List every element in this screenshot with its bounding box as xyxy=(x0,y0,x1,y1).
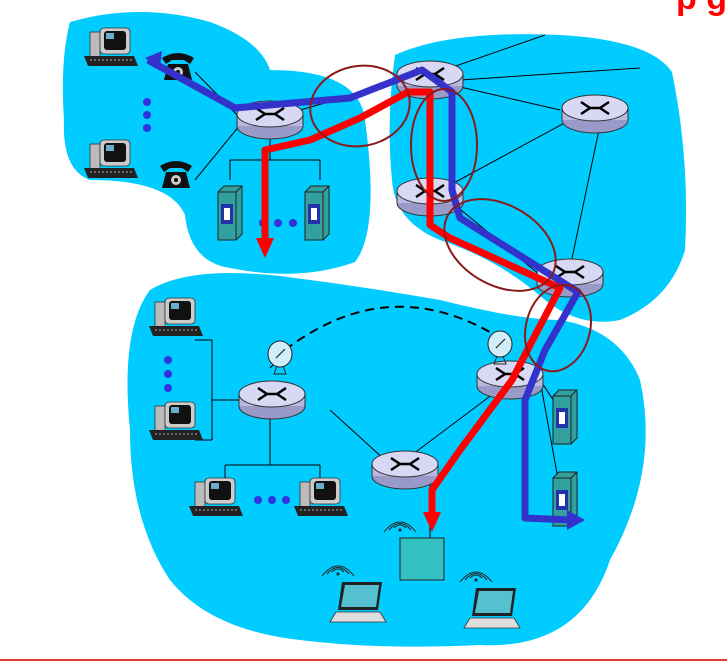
router-bottom-center xyxy=(370,449,440,491)
satellite-link-dashed xyxy=(284,305,501,351)
host-computer-icon xyxy=(188,477,244,517)
blue-path xyxy=(146,56,582,524)
host-computer-icon xyxy=(83,27,139,67)
router-icon xyxy=(560,93,630,135)
host-computer-icon xyxy=(293,477,349,517)
host-computer-icon xyxy=(148,401,204,441)
host-computer-icon xyxy=(148,297,204,337)
server-icon xyxy=(304,185,330,241)
wireless-access-point xyxy=(383,521,445,581)
server-icon xyxy=(217,185,243,241)
host-computer-icon xyxy=(83,139,139,179)
server-icon xyxy=(552,389,578,445)
router-icon xyxy=(535,257,605,299)
wireless-access-point-icon xyxy=(399,537,445,581)
red-path-arrowhead-left xyxy=(256,238,274,258)
link-highlight-ellipses xyxy=(309,64,592,373)
router-top-right xyxy=(560,93,630,135)
router-middle-right xyxy=(535,257,605,299)
router-icon xyxy=(237,379,307,421)
slide-title-fragment: p g xyxy=(676,0,727,18)
router-icon xyxy=(370,449,440,491)
red-path-arrowhead-bottom xyxy=(423,512,441,532)
top-left-network-cloud xyxy=(62,12,371,274)
blue-path-arrowhead-right xyxy=(567,510,585,530)
red-path xyxy=(261,88,564,522)
blue-path-arrowhead-left xyxy=(145,51,162,68)
router-bottom-left xyxy=(237,379,307,421)
bottom-divider xyxy=(0,659,727,661)
